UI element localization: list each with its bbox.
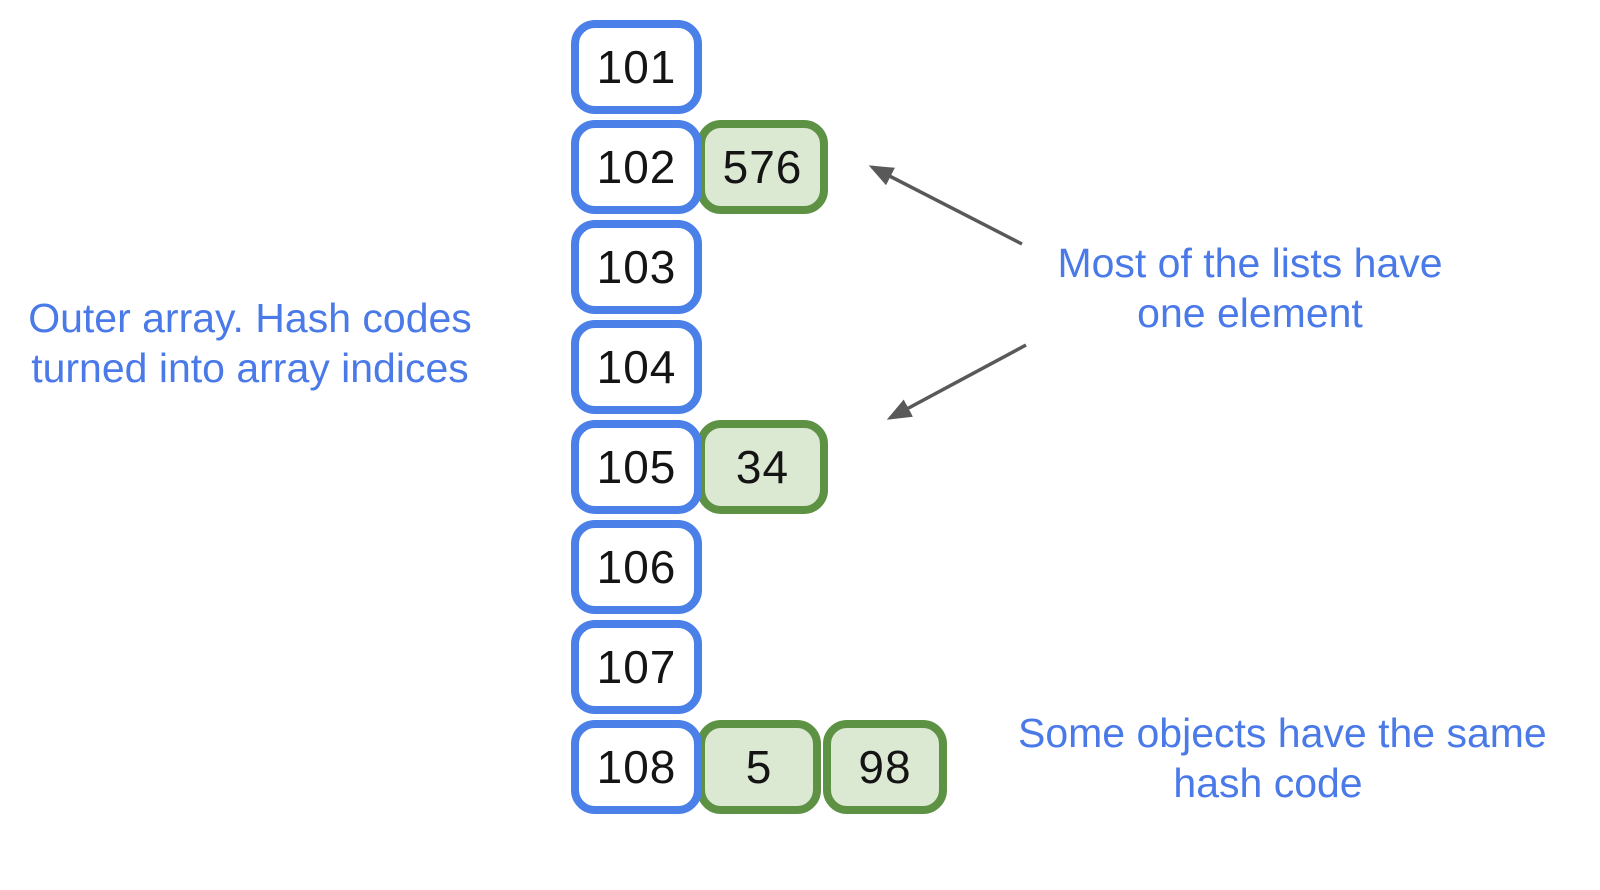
array-index-cell-108: 108	[571, 720, 702, 814]
array-row-108: 108 5 98	[571, 720, 947, 814]
outer-array-note-line2: turned into array indices	[31, 345, 469, 391]
bucket-value: 576	[722, 141, 803, 193]
bucket-value: 34	[735, 441, 790, 493]
array-row-106: 106	[571, 520, 947, 614]
single-element-note-line2: one element	[1137, 290, 1363, 336]
collision-note: Some objects have the same hash code	[1018, 708, 1547, 808]
array-index-cell-105: 105	[571, 420, 702, 514]
outer-array-note-line1: Outer array. Hash codes	[28, 295, 472, 341]
array-index-label: 105	[596, 441, 677, 493]
array-index-label: 106	[596, 541, 677, 593]
array-index-label: 107	[596, 641, 677, 693]
bucket-cell-5: 5	[697, 720, 821, 814]
collision-note-line2: hash code	[1173, 760, 1363, 806]
array-index-label: 104	[596, 341, 677, 393]
array-index-cell-103: 103	[571, 220, 702, 314]
array-row-105: 105 34	[571, 420, 947, 514]
single-element-note-line1: Most of the lists have	[1057, 240, 1443, 286]
array-row-102: 102 576	[571, 120, 947, 214]
array-row-103: 103	[571, 220, 947, 314]
array-index-label: 103	[596, 241, 677, 293]
array-index-cell-106: 106	[571, 520, 702, 614]
outer-array-note: Outer array. Hash codes turned into arra…	[16, 293, 484, 393]
bucket-value: 5	[745, 741, 773, 793]
array-row-104: 104	[571, 320, 947, 414]
collision-note-line1: Some objects have the same	[1018, 710, 1547, 756]
array-row-107: 107	[571, 620, 947, 714]
bucket-value: 98	[858, 741, 912, 793]
bucket-cell-576: 576	[697, 120, 828, 214]
outer-array: 101 102 576 103 104 105	[571, 20, 947, 814]
array-row-101: 101	[571, 20, 947, 114]
array-index-label: 102	[596, 141, 677, 193]
array-index-label: 101	[596, 41, 677, 93]
bucket-cell-98: 98	[823, 720, 947, 814]
array-index-cell-107: 107	[571, 620, 702, 714]
single-element-note: Most of the lists have one element	[1040, 238, 1460, 338]
bucket-cell-34: 34	[697, 420, 828, 514]
array-index-label: 108	[596, 741, 677, 793]
array-index-cell-102: 102	[571, 120, 702, 214]
array-index-cell-104: 104	[571, 320, 702, 414]
array-index-cell-101: 101	[571, 20, 702, 114]
